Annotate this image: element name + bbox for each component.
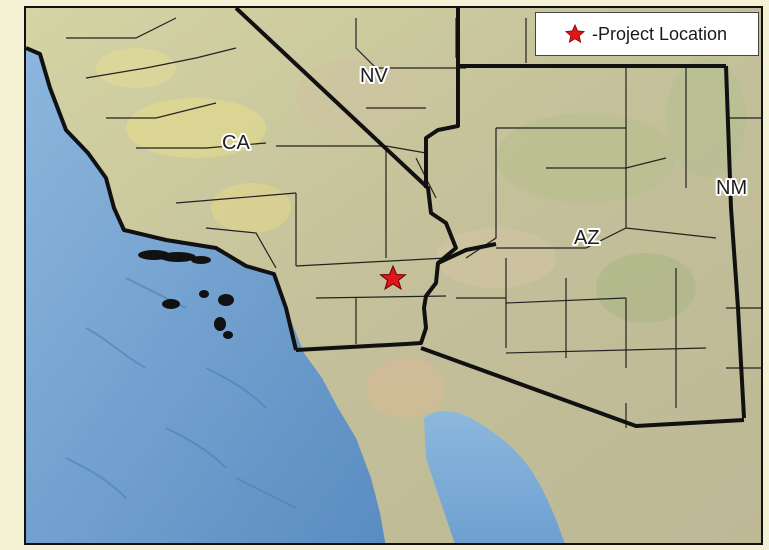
state-boundaries [26,8,746,428]
state-label-az: AZ [574,227,600,249]
map-frame[interactable]: NV CA AZ NM -Project Location [24,6,763,545]
state-label-nv: NV [360,65,388,87]
sea-floor-features [65,277,297,509]
legend-label: -Project Location [592,23,728,44]
terrain-shading [96,48,746,418]
star-icon [564,23,586,44]
state-label-ca: CA [222,132,250,154]
project-location-star[interactable] [379,264,407,291]
map-canvas[interactable]: NV CA AZ NM [26,8,763,545]
map-legend: -Project Location [535,12,759,56]
channel-islands [138,250,234,339]
state-label-nm: NM [716,177,747,199]
gulf-of-california [424,411,565,543]
